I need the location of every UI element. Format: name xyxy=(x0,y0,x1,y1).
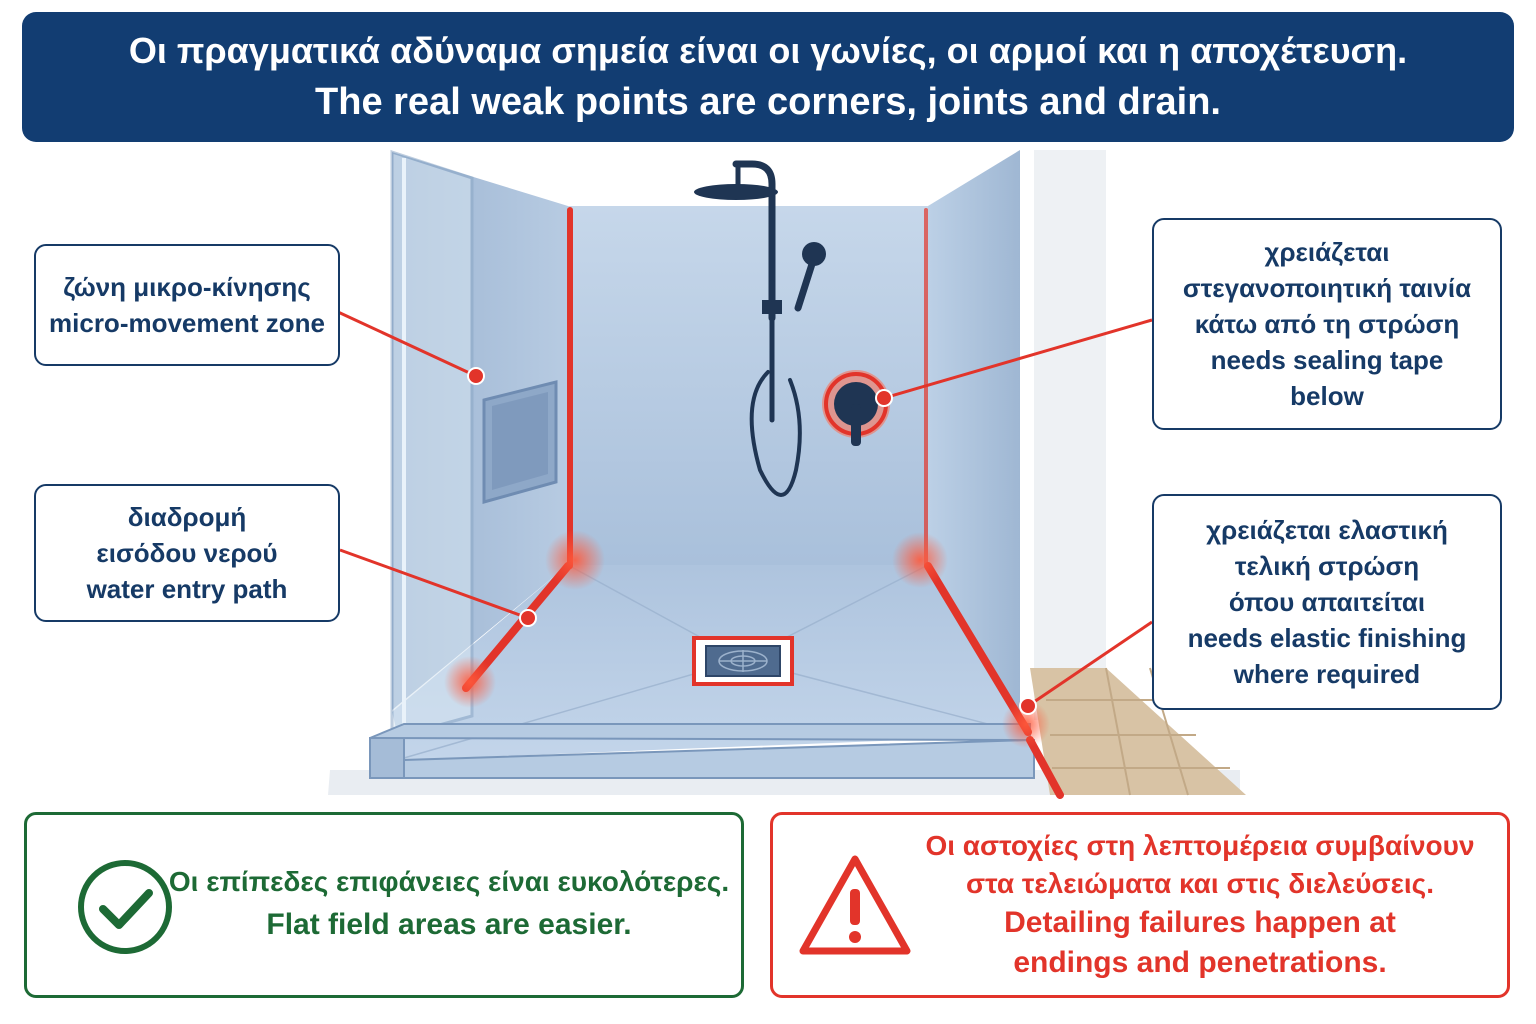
title-banner: Οι πραγματικά αδύναμα σημεία είναι οι γω… xyxy=(22,12,1514,142)
callout-water-english: water entry path xyxy=(86,574,288,604)
leader-dots xyxy=(467,367,1037,715)
warning-note-text: Οι αστοχίες στη λεπτομέρεια συμβαίνουν σ… xyxy=(913,815,1487,995)
valve-handle xyxy=(851,404,861,446)
callout-water-greek-1: διαδρομή xyxy=(127,502,247,532)
callout-elastic-greek-3: όπου απαιτείται xyxy=(1228,587,1426,617)
title-greek: Οι πραγματικά αδύναμα σημεία είναι οι γω… xyxy=(128,30,1408,71)
warning-note-greek-1: Οι αστοχίες στη λεπτομέρεια συμβαίνουν xyxy=(925,830,1475,861)
callout-tape-greek-2: στεγανοποιητική ταινία xyxy=(1182,273,1472,303)
corner-glow-lower-left xyxy=(444,656,496,708)
good-note-english: Flat field areas are easier. xyxy=(266,908,632,941)
callout-elastic-english-2: where required xyxy=(1233,659,1421,689)
callout-micro-movement: ζώνη μικρο-κίνησης micro-movement zone xyxy=(34,244,340,366)
callout-elastic-finishing: χρειάζεται ελαστική τελική στρώση όπου α… xyxy=(1152,494,1502,710)
shower-fixture xyxy=(732,160,802,497)
good-note-box: Οι επίπεδες επιφάνειες είναι ευκολότερες… xyxy=(24,812,744,998)
corner-glow-left xyxy=(545,530,605,590)
right-wall xyxy=(928,150,1020,712)
callout-micro-greek: ζώνη μικρο-κίνησης xyxy=(63,272,311,302)
good-note-greek: Οι επίπεδες επιφάνειες είναι ευκολότερες… xyxy=(168,866,730,897)
callout-micro-english: micro-movement zone xyxy=(49,308,325,338)
warning-note-box: Οι αστοχίες στη λεπτομέρεια συμβαίνουν σ… xyxy=(770,812,1510,998)
callout-sealing-tape: χρειάζεται στεγανοποιητική ταινία κάτω α… xyxy=(1152,218,1502,430)
hand-shower-head xyxy=(802,242,826,266)
callout-elastic-greek-2: τελική στρώση xyxy=(1234,551,1420,581)
warning-note-english-1: Detailing failures happen at xyxy=(1004,906,1396,939)
warning-note-english-2: endings and penetrations. xyxy=(1013,946,1387,979)
callout-elastic-english-1: needs elastic finishing xyxy=(1187,623,1467,653)
rain-shower-head xyxy=(694,184,778,200)
hand-shower-handle xyxy=(794,260,816,312)
callout-tape-english-1: needs sealing tape xyxy=(1210,345,1444,375)
drain-pattern xyxy=(718,650,768,672)
callout-tape-english-2: below xyxy=(1290,381,1364,411)
room-wall-right xyxy=(1034,150,1106,720)
callout-tape-greek-1: χρειάζεται xyxy=(1264,237,1390,267)
front-curb xyxy=(369,737,405,779)
callout-water-greek-2: εισόδου νερού xyxy=(96,538,278,568)
back-wall xyxy=(568,206,928,565)
callout-elastic-greek-1: χρειάζεται ελαστική xyxy=(1206,515,1448,545)
warning-triangle-icon xyxy=(799,855,911,955)
warning-note-greek-2: στα τελειώματα και στις διελεύσεις. xyxy=(966,868,1434,899)
title-english: The real weak points are corners, joints… xyxy=(315,81,1221,123)
check-circle-icon xyxy=(78,860,172,954)
callout-water-entry: διαδρομή εισόδου νερού water entry path xyxy=(34,484,340,622)
corner-glow-right xyxy=(892,532,948,588)
good-note-text: Οι επίπεδες επιφάνειες είναι ευκολότερες… xyxy=(167,815,731,995)
callout-tape-greek-3: κάτω από τη στρώση xyxy=(1194,309,1460,339)
niche-inner xyxy=(492,392,548,490)
corner-glow-lower-right xyxy=(1002,700,1050,748)
leader-lines xyxy=(337,310,1153,708)
floor-tile-lines xyxy=(1046,667,1230,796)
